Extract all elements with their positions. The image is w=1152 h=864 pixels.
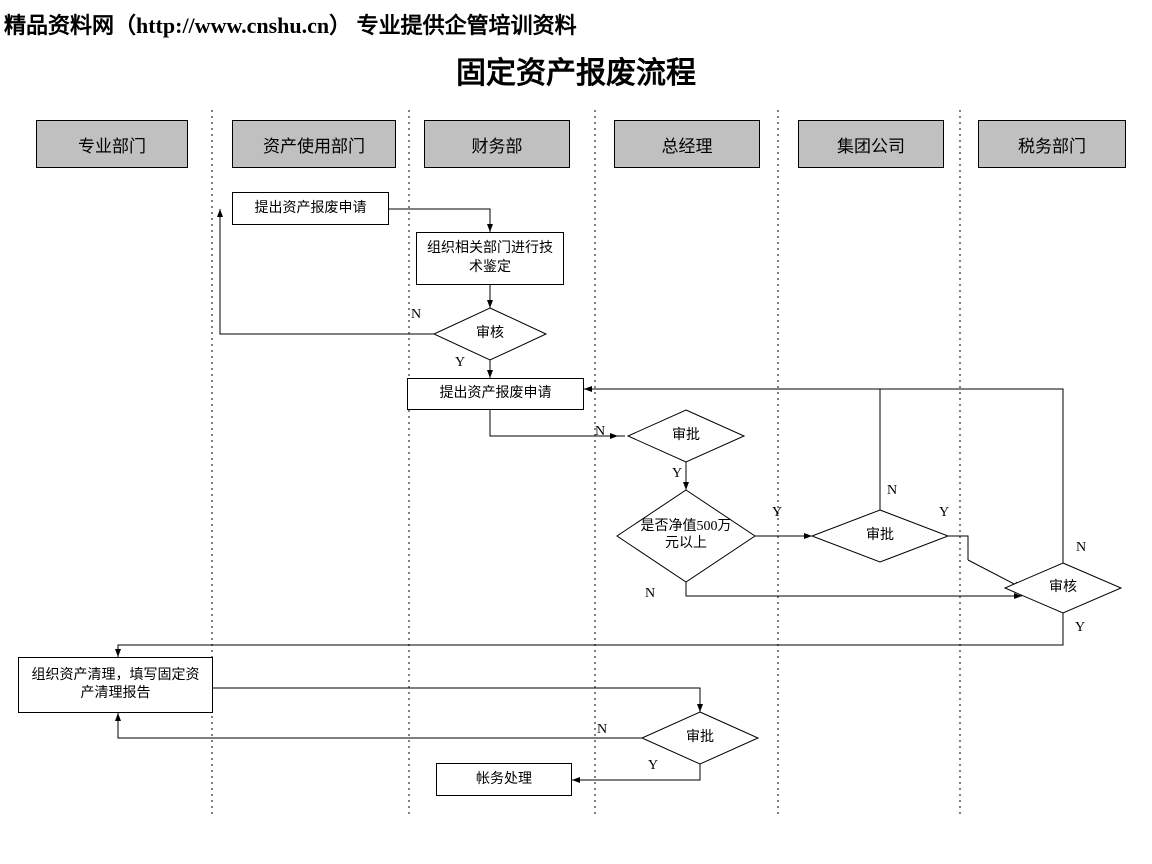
lane-header-group: 集团公司 (798, 120, 944, 168)
node-label: 提出资产报废申请 (254, 200, 367, 216)
lane-header-finance: 财务部 (424, 120, 570, 168)
node-organize-tech-appraisal[interactable]: 组织相关部门进行技术鉴定 (416, 232, 564, 285)
page-title: 固定资产报废流程 (456, 57, 696, 90)
lane-header-label: 税务部门 (1018, 136, 1086, 156)
lane-header-professional: 专业部门 (36, 120, 188, 168)
lane-header-gm: 总经理 (614, 120, 760, 168)
lane-header-label: 总经理 (661, 136, 713, 156)
node-asset-clearing-report[interactable]: 组织资产清理，填写固定资产清理报告 (18, 657, 213, 713)
lane-header-label: 财务部 (471, 136, 523, 156)
lane-header-label: 资产使用部门 (263, 136, 365, 156)
node-label: 提出资产报废申请 (439, 386, 552, 402)
node-label: 组织资产清理，填写固定资产清理报告 (31, 667, 200, 701)
watermark-text: 精品资料网（http://www.cnshu.cn） 专业提供企管培训资料 (4, 13, 577, 38)
node-label: 组织相关部门进行技术鉴定 (427, 241, 553, 275)
lane-header-tax: 税务部门 (978, 120, 1126, 168)
node-apply-scrap-2[interactable]: 提出资产报废申请 (407, 378, 584, 410)
lane-header-label: 专业部门 (78, 136, 146, 156)
node-apply-scrap-1[interactable]: 提出资产报废申请 (232, 192, 389, 225)
node-accounting-handling[interactable]: 帐务处理 (436, 763, 572, 796)
node-label: 帐务处理 (476, 771, 532, 787)
lane-header-asset-user: 资产使用部门 (232, 120, 396, 168)
lane-header-label: 集团公司 (837, 136, 905, 156)
